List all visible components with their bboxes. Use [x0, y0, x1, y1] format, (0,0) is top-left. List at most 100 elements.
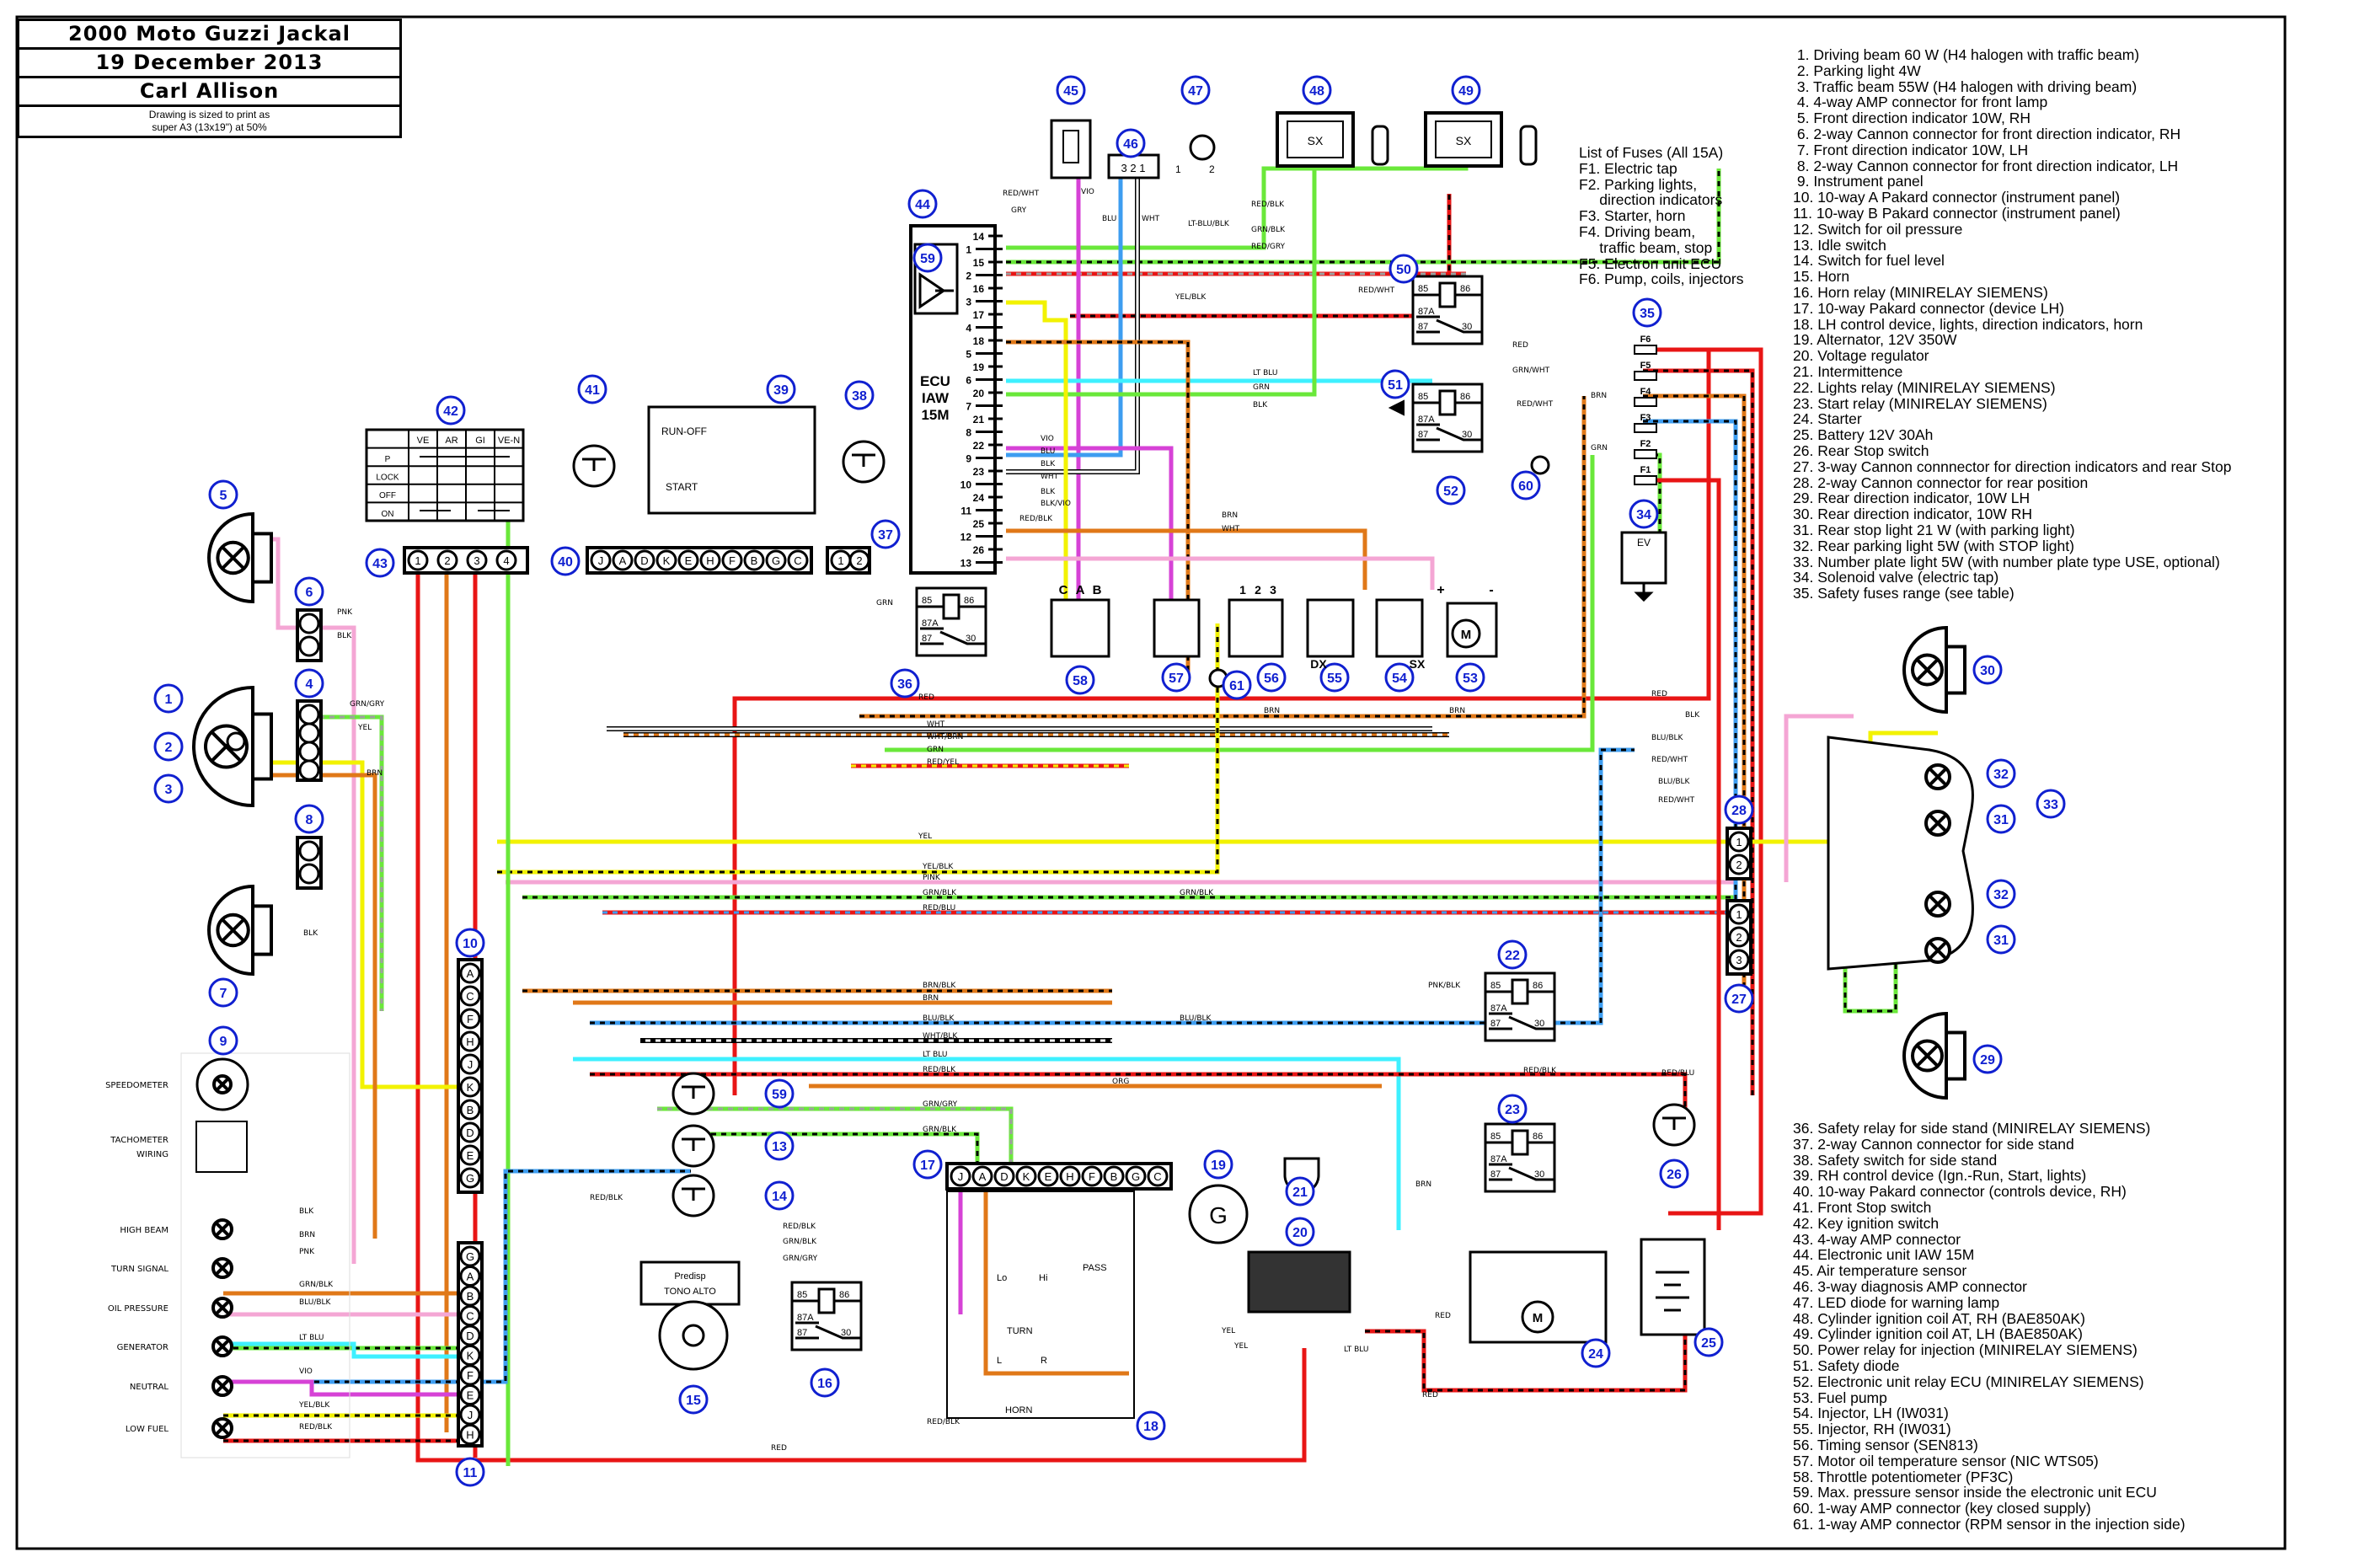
fuse-item: F4. Driving beam,: [1579, 222, 1696, 240]
tag-circle: [1161, 662, 1191, 693]
component-tag: 15: [678, 1384, 709, 1415]
ev-label: EV: [1637, 537, 1651, 549]
wire-label: YEL/BLK: [922, 863, 954, 871]
connector-pin: [1728, 926, 1750, 948]
tag-number: 10: [463, 937, 478, 951]
relay-pin-85: 85: [1490, 981, 1501, 991]
relay-pin-85: 85: [1418, 392, 1428, 402]
connector-pin: [787, 549, 809, 571]
wire-label: BLK: [1041, 460, 1056, 468]
component-tag: 2: [153, 731, 184, 762]
tag-circle: [1497, 1094, 1528, 1124]
wire: [497, 839, 1738, 851]
legend-item: 41. Front Stop switch: [1793, 1198, 1932, 1216]
component-tag: 19: [1203, 1149, 1233, 1180]
start-label: START: [666, 481, 698, 493]
instrument-switch: [672, 1174, 715, 1217]
tag-number: 21: [1292, 1185, 1308, 1200]
connector-pin: [699, 549, 721, 571]
fuse-list: List of Fuses (All 15A) F1. Electric tap…: [1579, 145, 1743, 287]
connector-pin: [495, 549, 517, 571]
connector-pin-label: D: [1000, 1170, 1008, 1183]
relay-contacts: [1485, 1141, 1554, 1181]
legend-item: 37. 2-way Cannon connector for side stan…: [1793, 1135, 2074, 1153]
wire-label: BLU/BLK: [299, 1298, 332, 1307]
connector-pin-label: 2: [1736, 859, 1742, 871]
starter: [1469, 1250, 1608, 1344]
connector-pin-label: A: [467, 1271, 474, 1283]
horn-switch-label: HORN: [1005, 1405, 1032, 1415]
lamp-cross: [214, 1338, 231, 1355]
tag-circle: [1659, 1159, 1689, 1189]
connector-pin: [459, 1030, 481, 1052]
wire-label: BLK: [303, 929, 318, 938]
connector-pin-label: 3: [1736, 954, 1742, 966]
tag-circle: [436, 395, 466, 425]
legend-item: 10. 10-way A Pakard connector (instrumen…: [1793, 189, 2121, 206]
fuse-icon: [1634, 371, 1657, 381]
wire-label: PNK: [337, 608, 353, 617]
relay-pin-30: 30: [966, 634, 976, 644]
wire-label: BLU/BLK: [1180, 1014, 1212, 1023]
fuse-icon: [1634, 397, 1657, 407]
connector-pin-label: F: [729, 554, 736, 567]
tail-bulb: [1924, 763, 1951, 790]
wire-label: RED: [1422, 1391, 1438, 1399]
tag-circle: [455, 928, 485, 958]
legend-item: 52. Electronic unit relay ECU (MINIRELAY…: [1793, 1373, 2144, 1390]
drawing-frame: [15, 15, 2287, 1550]
tag-circle: [1986, 804, 2016, 834]
ground-icon: [1634, 583, 1654, 602]
connector-pin-label: C: [794, 554, 801, 567]
connector-pin-label: D: [640, 554, 648, 567]
legend-item: 17. 10-way Pakard connector (device LH): [1793, 299, 2064, 317]
run-off-label: RUN-OFF: [661, 425, 707, 437]
relay-pin-87: 87: [797, 1328, 807, 1338]
connector-pin: [1081, 1165, 1103, 1187]
fuse-icon: [1634, 345, 1657, 355]
tail-bulb: [1924, 891, 1951, 918]
tag-number: 20: [1292, 1226, 1308, 1240]
ecu-pin-label: 20: [973, 388, 985, 399]
tag-circle: [153, 683, 184, 714]
wire-label: RED: [771, 1444, 787, 1453]
ecu-iaw-15m: ECUIAW15M1411521631741851962072182292310…: [909, 224, 1003, 575]
connector-pin: [459, 1099, 481, 1121]
relay-pin-85: 85: [1490, 1132, 1501, 1142]
ecu-pin-label: 17: [973, 309, 985, 321]
legend-item: 19. Alternator, 12V 350W: [1793, 331, 1957, 349]
tag-number: 49: [1458, 84, 1474, 99]
instrument-switch: [672, 1072, 715, 1116]
tag-number: 52: [1443, 484, 1458, 499]
wire-label: RED/GRY: [1251, 243, 1286, 251]
relay-contacts: [1413, 293, 1482, 334]
fuse-item: direction indicators: [1579, 191, 1723, 209]
tag-number: 8: [306, 813, 313, 827]
fuse-tag: F5: [1640, 361, 1651, 371]
connector-pin: [298, 741, 320, 763]
instrument-label: OIL PRESSURE: [108, 1304, 169, 1314]
lamp-cross: [214, 1221, 231, 1238]
connector-pin: [1728, 903, 1750, 925]
tag-number: 17: [920, 1159, 935, 1173]
wire-label: BLK: [337, 632, 352, 640]
tag-number: 31: [1993, 813, 2009, 827]
connector-pin-label: A: [979, 1170, 987, 1183]
wire: [1006, 177, 1139, 474]
tag-number: 39: [773, 383, 789, 398]
legend-item: 2. Parking light 4W: [1793, 62, 1921, 79]
legend-item: 28. 2-way Cannon connector for rear posi…: [1793, 474, 2089, 491]
instrument-label: NEUTRAL: [130, 1383, 169, 1392]
wire-label: BLU/BLK: [1651, 734, 1684, 742]
connector-60-icon: [1530, 455, 1550, 475]
wire-label: GRN/BLK: [783, 1238, 817, 1246]
wire: [983, 1187, 1129, 1376]
ecu-pin-label: 23: [973, 466, 985, 478]
legend-item: 53. Fuel pump: [1793, 1389, 1887, 1406]
connector-pin-label: G: [466, 1172, 474, 1185]
relay-pin-30: 30: [1534, 1019, 1544, 1029]
legend-item: 12. Switch for oil pressure: [1793, 220, 1963, 238]
wire-label: GRN/BLK: [923, 1126, 957, 1134]
ecu-pin-label: 13: [960, 558, 972, 570]
